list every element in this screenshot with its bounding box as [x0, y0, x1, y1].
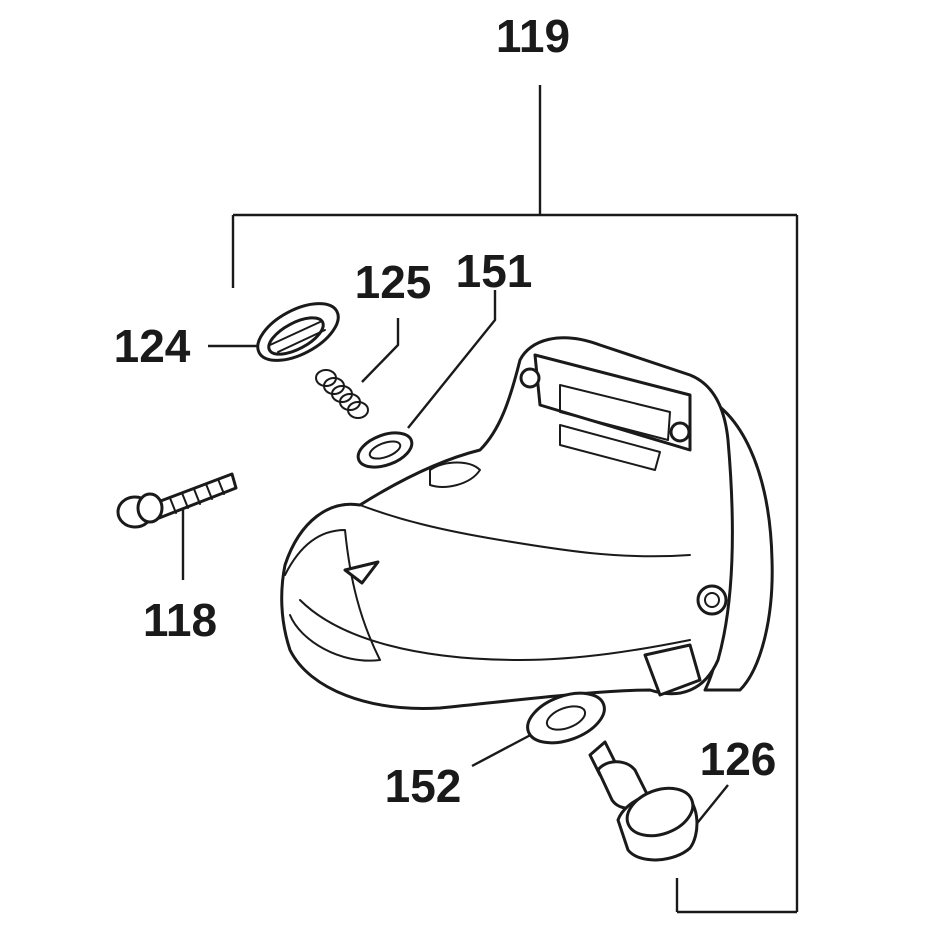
- flange-nut: [208, 302, 340, 362]
- bottom-washer: [471, 691, 606, 768]
- callout-152: 152: [385, 760, 462, 812]
- housing-body: [280, 336, 774, 710]
- callout-119: 119: [496, 10, 570, 62]
- knob: [588, 740, 729, 862]
- screw: [116, 472, 238, 580]
- callout-118: 118: [143, 594, 217, 646]
- callout-125: 125: [355, 256, 432, 308]
- callout-126: 126: [700, 733, 777, 785]
- top-washer: [356, 290, 497, 469]
- callout-124: 124: [114, 320, 191, 372]
- callout-151: 151: [456, 245, 533, 297]
- assembly-bracket: [231, 85, 799, 914]
- spring: [315, 318, 400, 419]
